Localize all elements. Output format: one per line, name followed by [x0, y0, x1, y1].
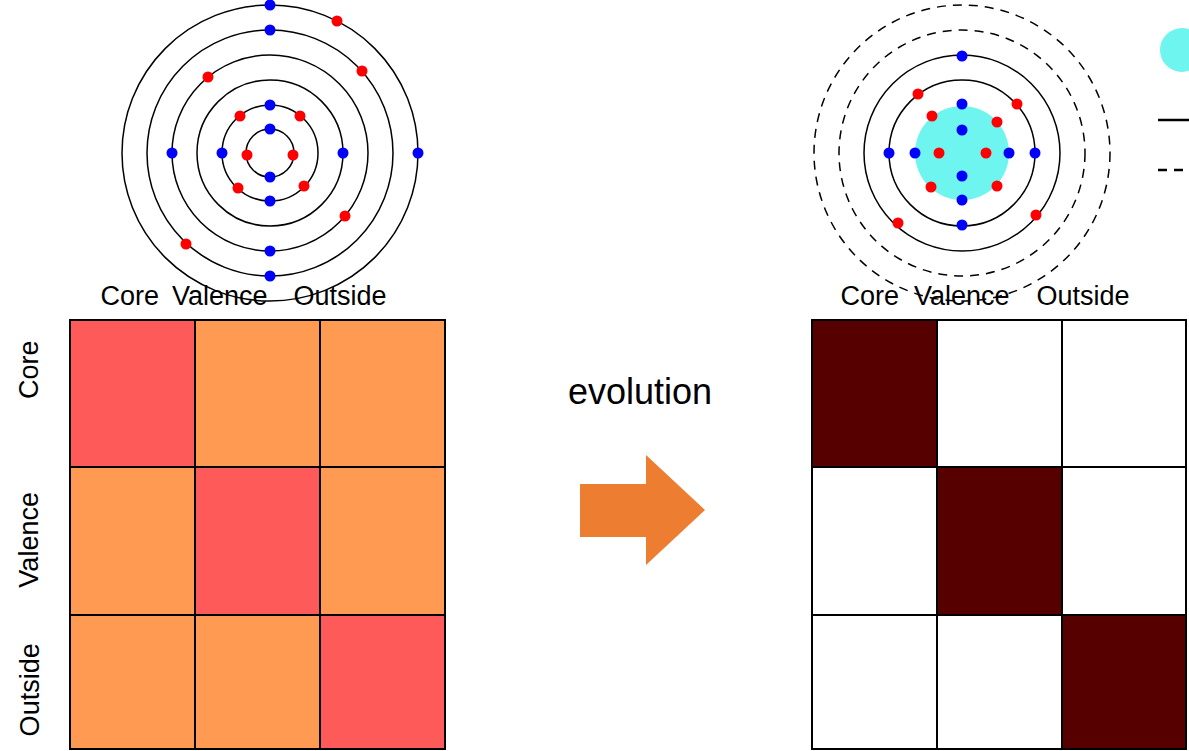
orbit — [222, 105, 318, 201]
core-region — [915, 106, 1009, 200]
blue-dots — [884, 51, 1041, 231]
dot — [265, 172, 276, 183]
orbit — [147, 30, 393, 276]
dot — [167, 148, 178, 159]
dot — [1030, 148, 1041, 159]
dot — [913, 89, 924, 100]
dot — [181, 239, 192, 250]
dot — [357, 66, 368, 77]
legend-dashed-line — [1158, 169, 1189, 172]
legend-solid-line — [1158, 119, 1189, 122]
orbit — [864, 55, 1060, 251]
matrix-cell — [70, 467, 195, 615]
dot — [957, 171, 968, 182]
matrix-cell — [812, 320, 937, 467]
red-dots — [181, 16, 368, 250]
orbit — [889, 80, 1035, 226]
matrix-cell — [70, 320, 195, 467]
blue-dots — [167, 0, 424, 282]
dot — [884, 148, 895, 159]
dot — [957, 51, 968, 62]
dot — [265, 246, 276, 257]
column-header: Core — [101, 282, 160, 312]
column-header: Outside — [294, 282, 387, 312]
matrix-cell — [320, 467, 445, 615]
matrix-cell — [1062, 615, 1186, 749]
evolution-arrow — [580, 455, 705, 565]
orbit — [172, 55, 368, 251]
dot — [235, 111, 246, 122]
matrix-cell — [320, 320, 445, 467]
orbit — [197, 80, 343, 226]
column-header: Valence — [914, 282, 1010, 312]
orbit-rings — [122, 5, 418, 301]
dot — [265, 100, 276, 111]
dot — [203, 72, 214, 83]
dot — [265, 25, 276, 36]
dot — [957, 125, 968, 136]
matrix-cell — [195, 467, 320, 615]
dashed-orbit — [839, 30, 1085, 276]
dot — [295, 111, 306, 122]
matrix-cell — [812, 467, 937, 615]
dot — [265, 124, 276, 135]
dot — [1031, 210, 1042, 221]
dot — [957, 220, 968, 231]
row-header: Outside — [15, 643, 45, 736]
row-header: Core — [15, 341, 45, 400]
dot — [288, 150, 299, 161]
matrix-cell — [937, 467, 1062, 615]
matrix-after — [812, 320, 1186, 749]
dot — [934, 148, 945, 159]
matrix-cell — [1062, 320, 1186, 467]
dot — [338, 148, 349, 159]
red-dots — [893, 89, 1042, 229]
dot — [926, 182, 937, 193]
matrix-cell — [195, 320, 320, 467]
dot — [992, 117, 1003, 128]
process-label: evolution — [568, 372, 712, 412]
matrix-before — [70, 320, 445, 749]
dashed-orbit — [814, 5, 1110, 301]
dot — [265, 271, 276, 282]
row-header: Valence — [15, 492, 45, 588]
dot — [910, 148, 921, 159]
dot — [893, 218, 904, 229]
dot — [957, 195, 968, 206]
dot — [1012, 99, 1023, 110]
dot — [217, 148, 228, 159]
orbit-rings — [814, 5, 1110, 301]
dot — [927, 111, 938, 122]
column-header: Core — [841, 282, 900, 312]
matrix-cell — [937, 615, 1062, 749]
dot — [1004, 148, 1015, 159]
matrix-cell — [812, 615, 937, 749]
dot — [265, 0, 276, 11]
column-header: Outside — [1037, 282, 1130, 312]
dot — [413, 148, 424, 159]
dot — [332, 16, 343, 27]
orbit — [122, 5, 418, 301]
matrix-cell — [320, 615, 445, 749]
dot — [992, 181, 1003, 192]
dot — [340, 211, 351, 222]
dot — [957, 99, 968, 110]
column-header: Valence — [172, 282, 268, 312]
dot — [242, 150, 253, 161]
matrix-cell — [1062, 467, 1186, 615]
matrix-cell — [937, 320, 1062, 467]
matrix-cell — [195, 615, 320, 749]
matrix-cell — [70, 615, 195, 749]
orbit — [246, 129, 294, 177]
legend-core-mark — [1160, 28, 1189, 72]
dot — [233, 183, 244, 194]
dot — [981, 148, 992, 159]
dot — [265, 196, 276, 207]
dot — [299, 181, 310, 192]
